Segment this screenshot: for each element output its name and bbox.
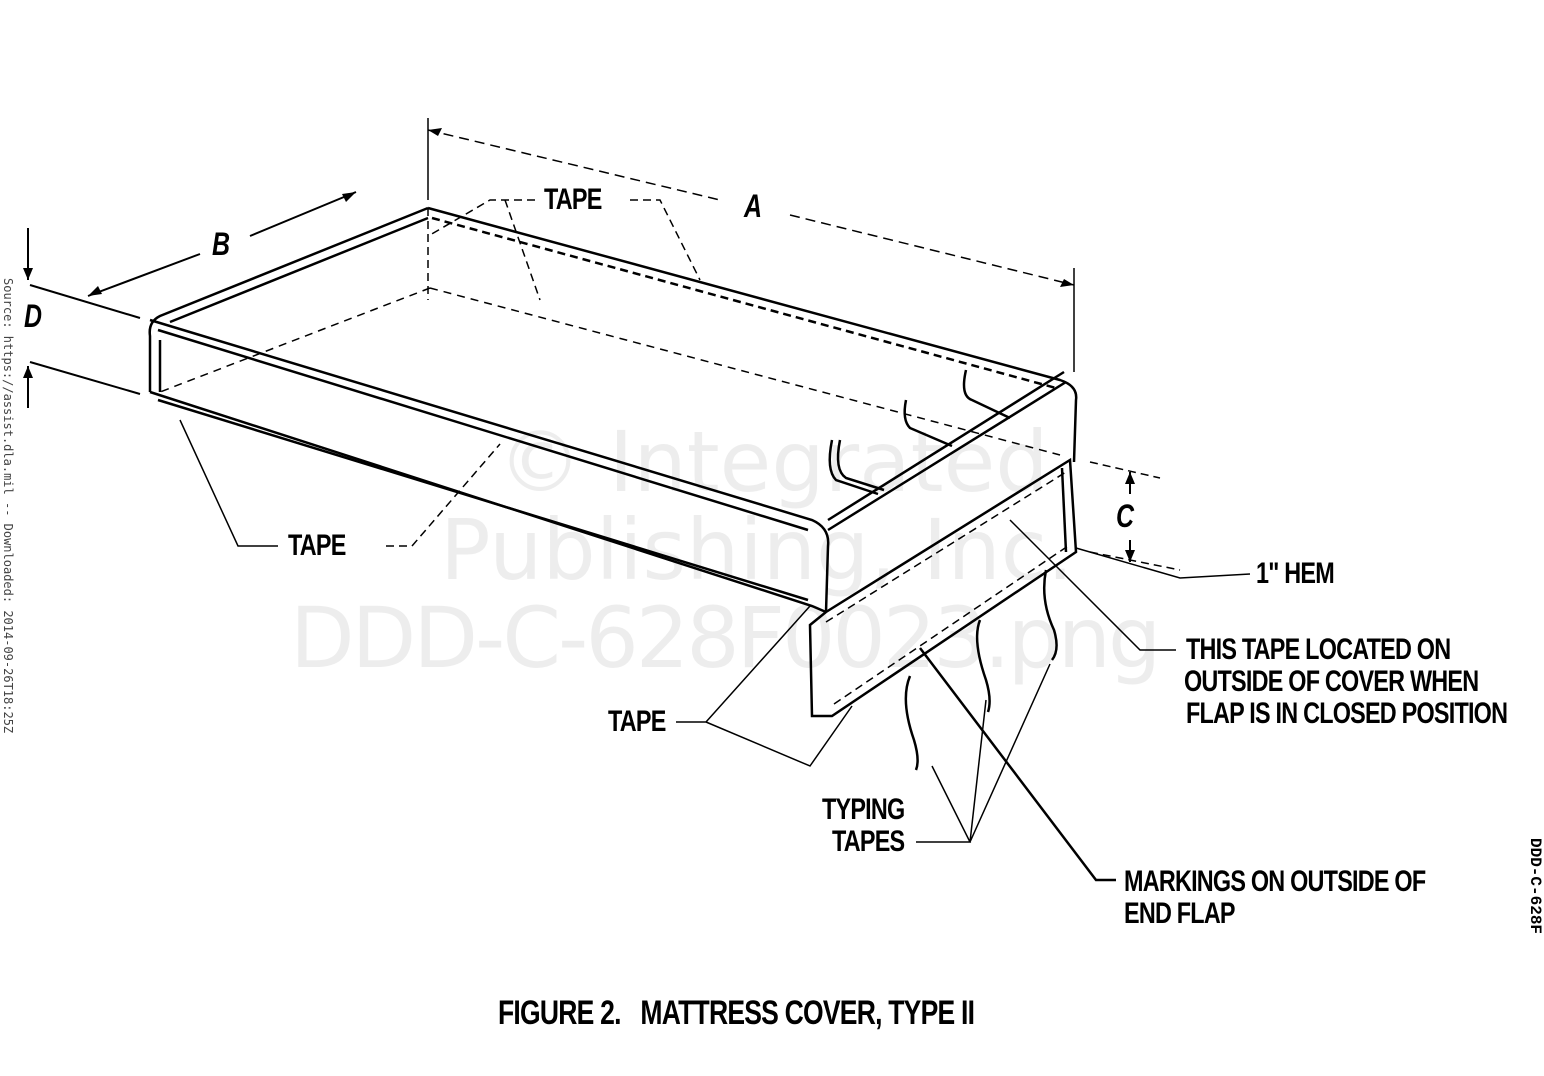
- dimension-c-label: C: [1116, 498, 1134, 534]
- dimension-d-label: D: [24, 298, 42, 334]
- source-note: Source: https://assist.dla.mil -- Downlo…: [1, 278, 15, 734]
- typing-tapes-line-1: TYPING: [822, 793, 905, 826]
- tape-top-label: TAPE: [544, 183, 602, 216]
- watermark-line-1: © Integrated: [498, 413, 1049, 511]
- hem-label: 1" HEM: [1256, 557, 1335, 590]
- document-id: DDD-C-628F: [1526, 838, 1544, 935]
- dimension-a-label: A: [744, 188, 762, 224]
- figure-caption: FIGURE 2. MATTRESS COVER, TYPE II: [498, 994, 975, 1032]
- tape-note-line-1: THIS TAPE LOCATED ON: [1186, 633, 1451, 666]
- tape-note-line-3: FLAP IS IN CLOSED POSITION: [1186, 697, 1508, 730]
- top-left-edge: [148, 206, 429, 392]
- front-bottom-edge: [149, 390, 827, 614]
- tape-side-label: TAPE: [288, 529, 346, 562]
- end-flap: [808, 457, 1078, 718]
- watermark-line-3: DDD-C-628F0023.png: [290, 589, 1161, 687]
- markings-line-1: MARKINGS ON OUTSIDE OF: [1124, 865, 1426, 898]
- front-top-edge: [149, 318, 830, 613]
- typing-tapes-line-2: TAPES: [832, 825, 905, 858]
- dimension-b-label: B: [212, 226, 230, 262]
- tape-note-line-2: OUTSIDE OF COVER WHEN: [1184, 665, 1479, 698]
- markings-line-2: END FLAP: [1124, 897, 1236, 930]
- watermark-line-2: Publishing, Inc.: [440, 501, 1074, 599]
- tape-end-label: TAPE: [608, 705, 666, 738]
- top-back-edge: [427, 206, 1078, 463]
